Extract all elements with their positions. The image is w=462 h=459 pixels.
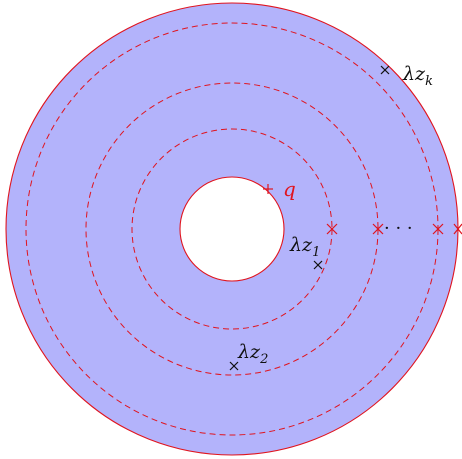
red-cross-mark-q: [263, 184, 273, 194]
red-cross-mark-4: [453, 223, 462, 235]
inner-boundary-circle: [179, 176, 285, 282]
label-lambda-zk-sub: k: [425, 74, 433, 89]
label-lambda-z1-sub: 1: [312, 245, 320, 260]
label-q: q: [283, 177, 296, 201]
label-lambda-z2: λz2: [237, 341, 268, 367]
black-cross-mark-zk: [380, 65, 390, 75]
label-ellipsis: · · ·: [384, 218, 413, 239]
red-cross-mark-3: [432, 223, 444, 235]
label-lambda-z2-sub: 2: [259, 352, 268, 367]
label-lambda-zk: λzk: [402, 63, 433, 89]
black-cross-mark-z1: [313, 260, 323, 270]
label-lambda-z2-main: λz: [237, 341, 261, 363]
red-cross-mark-1: [326, 223, 338, 235]
black-cross-mark-z2: [229, 361, 239, 371]
label-lambda-z1: λz1: [289, 234, 320, 260]
label-lambda-zk-main: λz: [402, 63, 426, 85]
label-lambda-z1-main: λz: [289, 234, 313, 256]
annulus-region: [6, 3, 458, 455]
red-cross-mark-2: [372, 223, 384, 235]
